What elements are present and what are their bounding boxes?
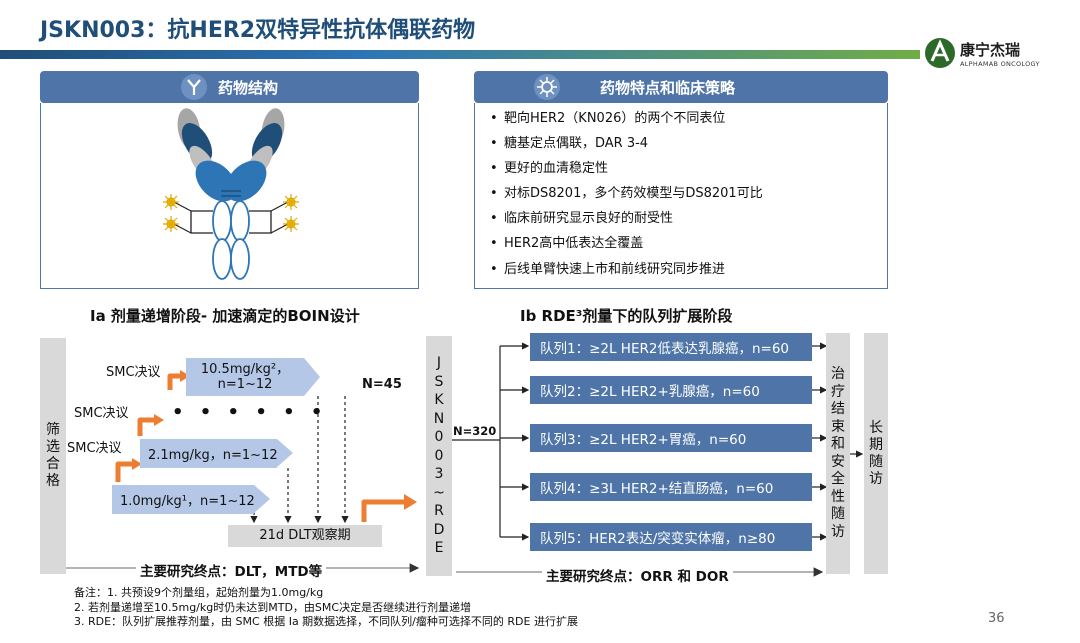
adc-structure-diagram — [163, 108, 299, 280]
treatment-end-safety-followup-bar: 治 疗 结 束 和 安 全 性 随 访 — [826, 333, 850, 574]
bar-char: 期 — [869, 436, 883, 453]
antibody-icon — [181, 74, 207, 100]
logo-name-cn: 康宁杰瑞 — [960, 41, 1021, 59]
company-logo: 康宁杰瑞 ALPHAMAB ONCOLOGY — [924, 37, 1074, 73]
bar-char: 束 — [831, 418, 845, 435]
footnote: 2. 若剂量递增至10.5mg/kg时仍未达到MTD，由SMC决定是否继续进行剂… — [74, 600, 472, 614]
feature-item: 临床前研究显示良好的耐受性 — [490, 206, 763, 231]
dose-n-label: n=1~12 — [217, 377, 273, 392]
bar-char: 随 — [831, 506, 845, 522]
dose-label: 10.5mg/kg²， — [200, 362, 290, 377]
bar-char: 结 — [831, 401, 845, 417]
feature-item: 靶向HER2（KN026）的两个不同表位 — [490, 106, 763, 131]
structure-panel-title: 药物结构 — [218, 79, 279, 97]
bar-char: 0 — [434, 447, 444, 464]
bar-char: S — [434, 373, 444, 390]
bar-char: K — [434, 392, 444, 409]
cohort-2: 队列2：≥2L HER2+乳腺癌，n=60 — [530, 376, 812, 404]
feature-item: 糖基定点偶联，DAR 3-4 — [490, 131, 763, 156]
page-number: 36 — [988, 611, 1005, 626]
cohort-4: 队列4：≥3L HER2+结直肠癌，n=60 — [530, 473, 812, 501]
alphamab-logo-icon — [925, 38, 955, 68]
ellipsis-dots: • • • • • • — [172, 402, 328, 423]
cohort-1: 队列1：≥2L HER2低表达乳腺癌，n=60 — [530, 333, 812, 361]
footnotes: 备注：1. 共预设9个剂量组，起始剂量为1.0mg/kg 2. 若剂量递增至10… — [74, 586, 578, 630]
smc-decision-label: SMC决议 — [106, 365, 161, 380]
features-list: 靶向HER2（KN026）的两个不同表位 糖基定点偶联，DAR 3-4 更好的血… — [490, 106, 763, 282]
bar-char: D — [433, 521, 445, 538]
dose-step-10.5: 10.5mg/kg²， n=1~12 — [186, 358, 320, 396]
long-term-followup-bar: 长 期 随 访 — [864, 333, 888, 574]
cohort-5: 队列5：HER2表达/突变实体瘤，n≥80 — [530, 523, 812, 551]
dose-step-2.1: 2.1mg/kg，n=1~12 — [140, 439, 293, 468]
title-underline — [0, 50, 920, 59]
jskn003-rde-bar: J S K N 0 0 3 ~ R D E — [426, 336, 452, 576]
screening-char: 格 — [46, 473, 60, 489]
logo-name-en: ALPHAMAB ONCOLOGY — [960, 60, 1040, 68]
bar-char: ~ — [433, 484, 445, 501]
screening-char: 选 — [46, 439, 60, 455]
bar-char: 安 — [831, 453, 845, 470]
structure-panel-body — [40, 103, 419, 289]
dlt-observation-box: 21d DLT观察期 — [228, 525, 382, 547]
bar-char: 和 — [831, 436, 845, 452]
feature-item: 对标DS8201，多个药效模型与DS8201可比 — [490, 181, 763, 206]
smc-decision-label: SMC决议 — [67, 441, 122, 456]
ia-sample-size: N=45 — [362, 377, 402, 392]
ia-primary-endpoint: 主要研究终点：DLT，MTD等 — [136, 560, 327, 580]
screening-char: 合 — [46, 456, 60, 472]
bar-char: 治 — [831, 366, 845, 382]
bar-char: 疗 — [831, 383, 845, 400]
screening-bar: 筛 选 合 格 — [40, 338, 66, 574]
page-title: JSKN003：抗HER2双特异性抗体偶联药物 — [40, 18, 476, 43]
bar-char: 3 — [434, 466, 444, 483]
features-panel-title: 药物特点和临床策略 — [600, 79, 736, 97]
screening-char: 筛 — [46, 422, 60, 438]
ib-sample-size: N=320 — [453, 424, 497, 438]
ib-phase-title: Ib RDE³剂量下的队列扩展阶段 — [520, 307, 733, 325]
feature-item: HER2高中低表达全覆盖 — [490, 231, 763, 256]
structure-panel-header: 药物结构 — [40, 71, 419, 103]
bar-char: 访 — [869, 470, 883, 487]
dose-label: 2.1mg/kg，n=1~12 — [148, 448, 278, 463]
feature-item: 更好的血清稳定性 — [490, 156, 763, 181]
dose-step-1.0: 1.0mg/kg¹，n=1~12 — [112, 485, 270, 514]
smc-decision-label: SMC决议 — [74, 406, 129, 421]
bar-char: 性 — [831, 488, 845, 505]
footnote: 3. RDE：队列扩展推荐剂量，由 SMC 根据 Ia 期数据选择，不同队列/瘤… — [74, 615, 578, 628]
dose-label: 1.0mg/kg¹，n=1~12 — [120, 494, 255, 509]
bar-char: R — [434, 503, 444, 520]
ia-phase-title: Ia 剂量递增阶段- 加速滴定的BOIN设计 — [90, 307, 360, 325]
bar-char: 长 — [869, 419, 883, 436]
cohort-3: 队列3：≥2L HER2+胃癌，n=60 — [530, 424, 812, 452]
footnote: 备注：1. 共预设9个剂量组，起始剂量为1.0mg/kg — [74, 586, 324, 599]
bar-char: N — [433, 410, 445, 427]
bar-char: J — [436, 355, 442, 372]
bar-char: 随 — [869, 453, 883, 470]
bar-char: 0 — [434, 429, 444, 446]
bar-char: 访 — [831, 523, 845, 540]
bar-char: 全 — [831, 471, 845, 487]
features-panel-header: 药物特点和临床策略 — [474, 71, 888, 103]
molecule-icon — [534, 74, 560, 100]
ib-primary-endpoint: 主要研究终点：ORR 和 DOR — [542, 565, 733, 585]
bar-char: E — [434, 540, 444, 557]
feature-item: 后线单臂快速上市和前线研究同步推进 — [490, 257, 763, 282]
